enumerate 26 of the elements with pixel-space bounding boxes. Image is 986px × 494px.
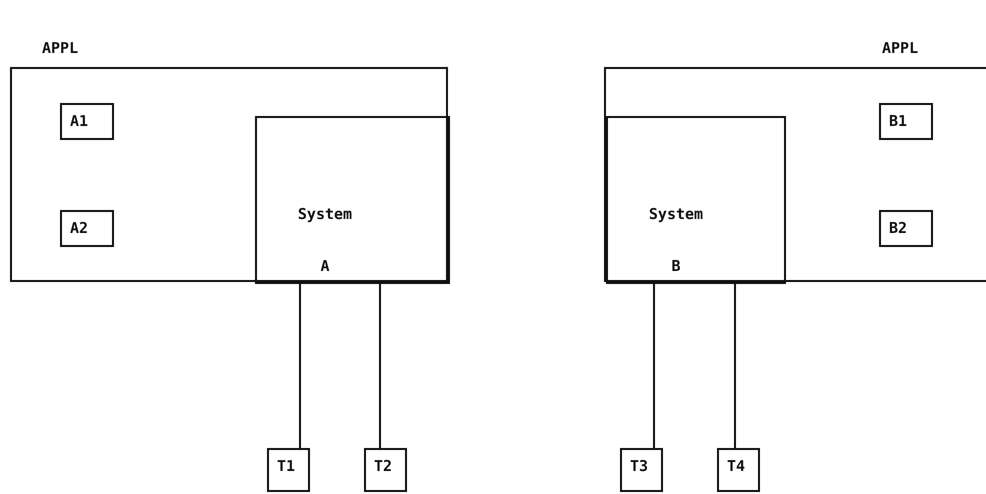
terminal-box <box>620 448 663 492</box>
box-label: A2 <box>70 219 88 237</box>
box-label: T4 <box>727 457 746 475</box>
connector-line <box>734 282 736 448</box>
program-box <box>879 103 933 140</box>
box-label: A1 <box>70 112 88 130</box>
terminal-box <box>717 448 760 492</box>
connector-line <box>299 282 301 448</box>
application-label: APPL <box>42 39 78 57</box>
terminal-box <box>364 448 407 492</box>
connector-line <box>653 282 655 448</box>
box-label: T1 <box>277 457 296 475</box>
system-box <box>606 116 786 284</box>
terminal-box <box>267 448 310 492</box>
box-label: System B <box>648 204 704 277</box>
box-label: T3 <box>630 457 648 475</box>
program-box <box>879 210 933 247</box>
box-label: System A <box>296 204 354 277</box>
program-box <box>60 210 114 247</box>
system-box <box>255 116 450 284</box>
connector-line <box>379 282 381 448</box>
box-label: B1 <box>889 112 908 130</box>
program-box <box>60 103 114 140</box>
box-label: T2 <box>374 457 392 475</box>
box-label: B2 <box>889 219 908 237</box>
application-label: APPL <box>882 39 918 57</box>
